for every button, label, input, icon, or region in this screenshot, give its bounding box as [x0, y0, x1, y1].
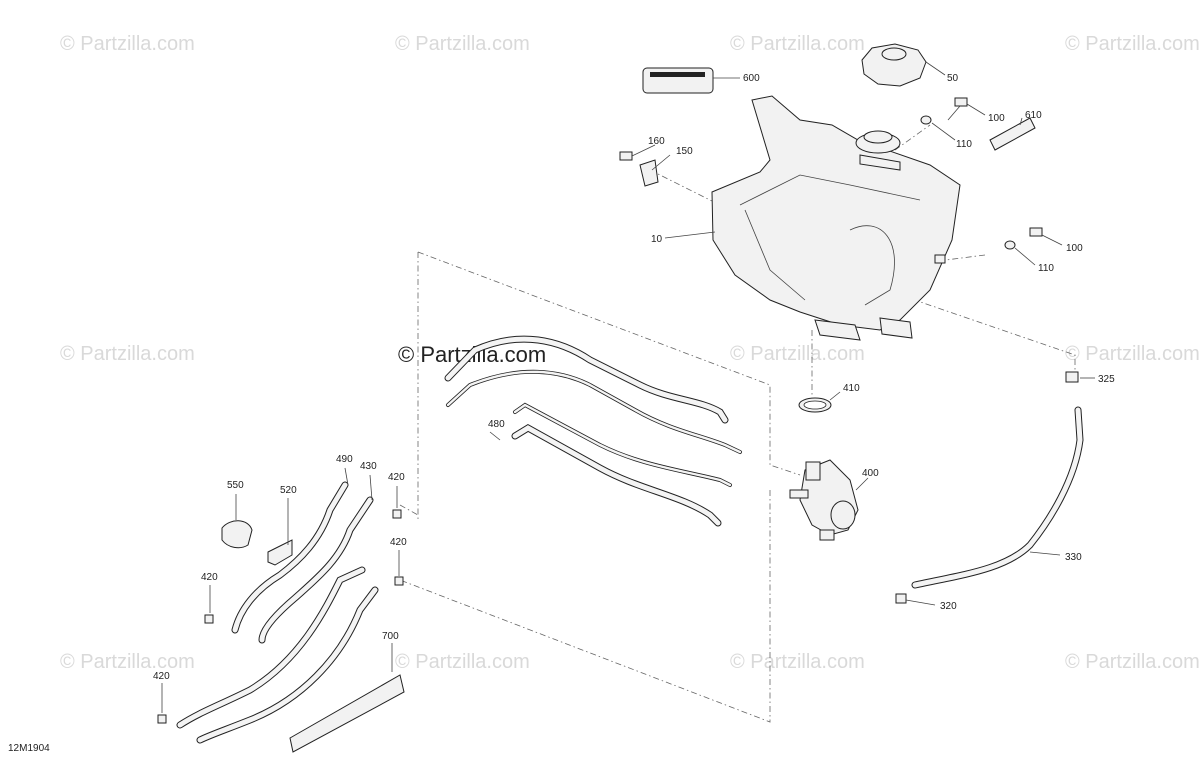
callout-520: 520: [280, 485, 297, 496]
fuel-pump-icon: [789, 459, 859, 541]
decal-610: [989, 117, 1036, 151]
clamp-325: [1065, 371, 1079, 383]
callout-320: 320: [940, 601, 957, 612]
callout-100: 100: [1066, 243, 1083, 254]
watermark: © Partzilla.com: [60, 651, 195, 673]
clamp-320: [895, 593, 907, 604]
watermark: © Partzilla.com: [1065, 651, 1200, 673]
watermark: © Partzilla.com: [60, 343, 195, 365]
decal-600: [642, 67, 714, 94]
watermark: © Partzilla.com: [730, 651, 865, 673]
callout-480: 480: [488, 419, 505, 430]
fuel-line-icon: [444, 335, 742, 527]
leader-lines: [161, 61, 1095, 713]
hose-330-icon: [895, 371, 1084, 604]
callout-430: 430: [360, 461, 377, 472]
callout-100: 100: [988, 113, 1005, 124]
callout-410: 410: [843, 383, 860, 394]
clamp-icon: [798, 397, 832, 413]
watermark: © Partzilla.com: [395, 33, 530, 55]
callout-420: 420: [201, 572, 218, 583]
callout-110: 110: [1038, 263, 1054, 274]
bolt-icon: [619, 151, 659, 187]
callout-400: 400: [862, 468, 879, 479]
diagram-code: 12M1904: [8, 743, 50, 754]
filler-cap-icon: [861, 43, 927, 87]
watermark: © Partzilla.com: [395, 651, 530, 673]
grommet-icon: [221, 520, 253, 549]
callout-420: 420: [153, 671, 170, 682]
assembly-guide-lines: [399, 124, 1076, 723]
watermark: © Partzilla.com: [60, 33, 195, 55]
bracket-icon: [267, 539, 293, 566]
callout-490: 490: [336, 454, 353, 465]
callout-610: 610: [1025, 110, 1042, 121]
bolt-icon: [920, 97, 968, 125]
vent-hose-icon: [176, 481, 379, 744]
callout-50: 50: [947, 73, 959, 84]
callout-420: 420: [390, 537, 407, 548]
callout-325: 325: [1098, 374, 1115, 385]
callout-10: 10: [651, 234, 663, 245]
clip-icon: [157, 509, 404, 724]
callout-110: 110: [956, 139, 972, 150]
callout-labels: 600 50 100 610 110 160 150 10 100 110 32…: [153, 73, 1115, 682]
callout-150: 150: [676, 146, 693, 157]
watermark: © Partzilla.com: [1065, 343, 1200, 365]
fuel-tank-icon: [711, 95, 961, 341]
callout-550: 550: [227, 480, 244, 491]
bolt-icon: [1004, 227, 1043, 250]
callout-700: 700: [382, 631, 399, 642]
watermark: © Partzilla.com: [1065, 33, 1200, 55]
watermark-layer: © Partzilla.com © Partzilla.com © Partzi…: [60, 33, 1200, 673]
decal-700: [289, 674, 405, 753]
callout-330: 330: [1065, 552, 1082, 563]
watermark: © Partzilla.com: [730, 343, 865, 365]
callout-600: 600: [743, 73, 760, 84]
watermark: © Partzilla.com: [730, 33, 865, 55]
callout-160: 160: [648, 136, 665, 147]
callout-420: 420: [388, 472, 405, 483]
